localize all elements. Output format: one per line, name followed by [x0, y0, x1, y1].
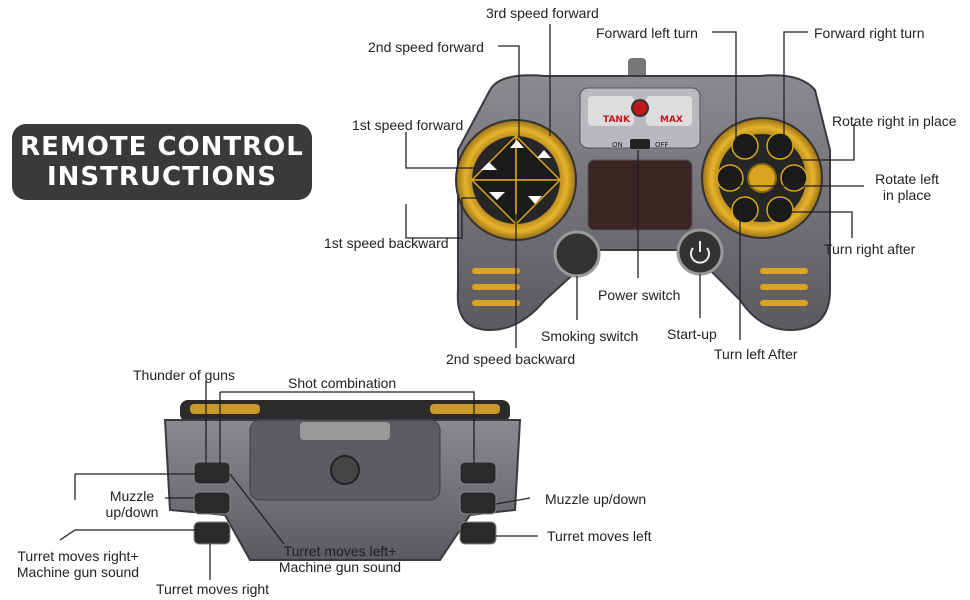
label-rotate-left-line2: in place [882, 187, 932, 203]
label-rotate-left: Rotate left in place [868, 171, 946, 203]
label-second-speed-backward: 2nd speed backward [446, 351, 576, 367]
title-line-2: INSTRUCTIONS [46, 162, 278, 192]
label-turret-left-mg: Turret moves left+ Machine gun sound [272, 543, 408, 575]
label-first-speed-forward: 1st speed forward [352, 117, 464, 133]
second-speed-backward-button[interactable] [515, 179, 562, 226]
smoking-switch-button[interactable] [553, 230, 601, 278]
bottom-controller [163, 400, 522, 561]
label-second-speed-forward: 2nd speed forward [368, 39, 484, 55]
label-forward-right-turn: Forward right turn [814, 25, 925, 41]
label-rotate-right: Rotate right in place [832, 113, 957, 129]
label-turret-right-mg-line2: Machine gun sound [16, 564, 140, 580]
label-muzzle-left-line1: Muzzle [109, 488, 155, 504]
thunder-of-guns-button[interactable] [193, 461, 231, 485]
label-muzzle-left: Muzzle up/down [100, 488, 164, 520]
label-turret-moves-right: Turret moves right [156, 581, 270, 597]
turn-right-after-button[interactable] [766, 196, 794, 224]
label-shot-combination: Shot combination [288, 375, 397, 391]
label-smoking-switch: Smoking switch [541, 328, 639, 344]
label-muzzle-left-line2: up/down [105, 504, 159, 520]
label-first-speed-backward: 1st speed backward [324, 235, 449, 251]
label-start-up: Start-up [667, 326, 717, 342]
muzzle-left-button[interactable] [193, 491, 231, 515]
label-muzzle-right: Muzzle up/down [545, 491, 647, 507]
brand-right-text: MAX [660, 115, 683, 125]
turret-left-button[interactable] [459, 521, 497, 545]
label-turret-right-mg: Turret moves right+ Machine gun sound [10, 548, 146, 580]
label-thunder-of-guns: Thunder of guns [133, 367, 235, 383]
label-turret-right-mg-line1: Turret moves right+ [17, 548, 139, 564]
power-led [631, 99, 649, 117]
brand-left-text: TANK [603, 115, 631, 125]
leader-lines [59, 24, 864, 580]
label-forward-left-turn: Forward left turn [596, 25, 698, 41]
label-turret-left-mg-line2: Machine gun sound [278, 559, 402, 575]
label-turn-right-after: Turn right after [824, 241, 916, 257]
shot-right-button[interactable] [459, 461, 497, 485]
label-turret-moves-left: Turret moves left [547, 528, 652, 544]
forward-left-turn-button[interactable] [731, 132, 759, 160]
label-turn-left-after: Turn left After [714, 346, 798, 362]
top-controller: TANK MAX ON OFF [455, 58, 831, 332]
title-badge: REMOTE CONTROL INSTRUCTIONS [12, 124, 312, 200]
title-line-1: REMOTE CONTROL [20, 132, 304, 162]
rotate-right-button[interactable] [780, 164, 808, 192]
power-switch[interactable] [630, 139, 650, 149]
label-turret-left-mg-line1: Turret moves left+ [283, 543, 397, 559]
muzzle-right-button[interactable] [459, 491, 497, 515]
right-dial-center [747, 163, 777, 193]
switch-off-text: OFF [655, 141, 669, 149]
turn-left-after-button[interactable] [731, 196, 759, 224]
bottom-joystick [330, 455, 360, 485]
forward-right-turn-button[interactable] [766, 132, 794, 160]
switch-on-text: ON [612, 141, 623, 149]
turret-right-button[interactable] [193, 521, 231, 545]
label-power-switch: Power switch [598, 287, 681, 303]
label-third-speed-forward: 3rd speed forward [486, 5, 599, 21]
rotate-left-button[interactable] [716, 164, 744, 192]
label-rotate-left-line1: Rotate left [875, 171, 939, 187]
